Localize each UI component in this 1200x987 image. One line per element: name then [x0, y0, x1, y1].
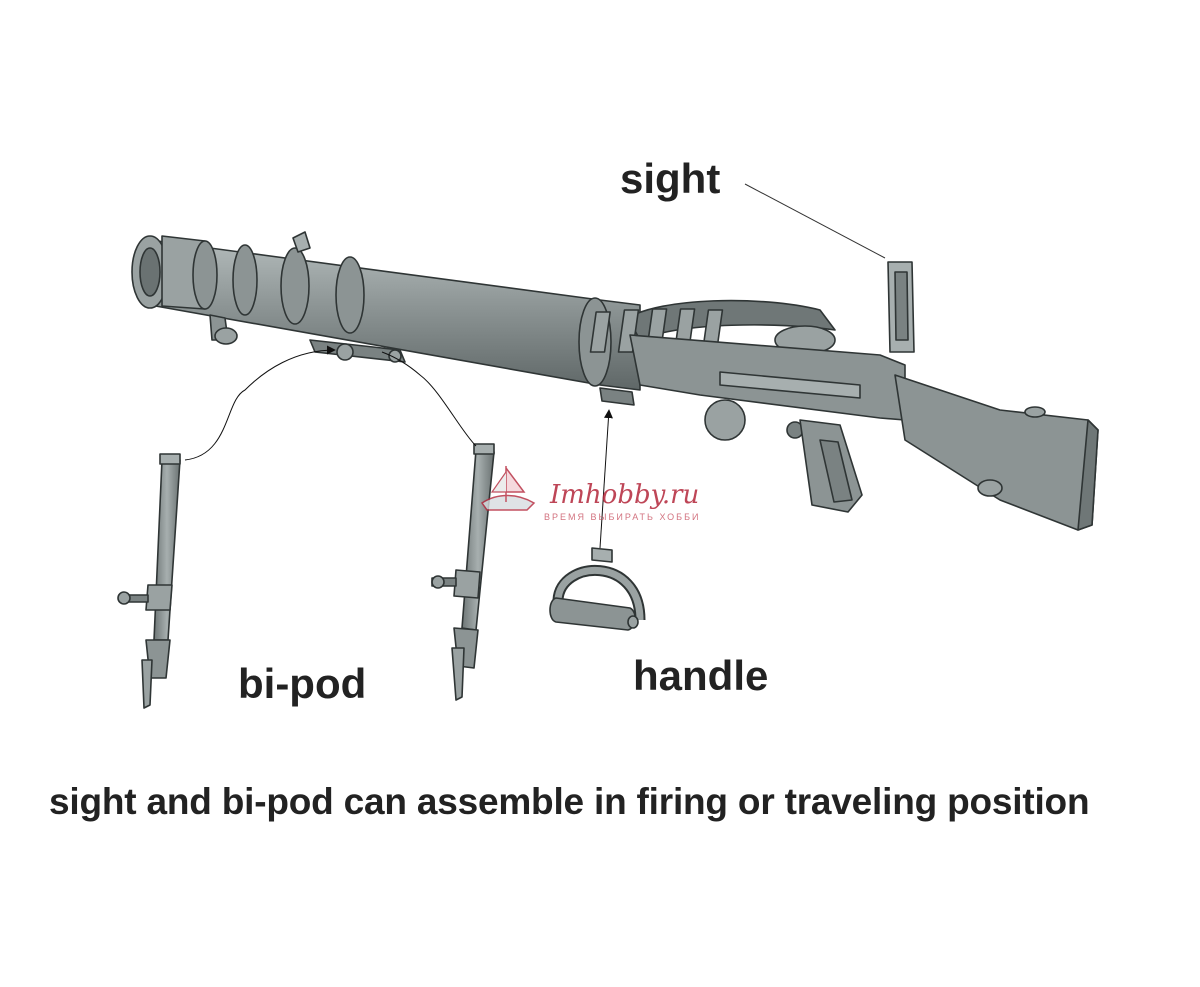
muzzle-bore — [139, 247, 161, 297]
barrel-shroud — [149, 239, 641, 391]
barrel-ring-1 — [192, 240, 218, 310]
barrel-ring-3 — [280, 247, 310, 325]
watermark-logo-icon — [480, 465, 536, 511]
barrel-ring-2 — [232, 244, 258, 316]
watermark-site: Imhobby.ru — [550, 480, 700, 510]
cocking-handle — [704, 399, 746, 441]
handle-label: handle — [633, 652, 769, 699]
grip-panel — [819, 439, 853, 503]
bipod-right-arrow — [381, 351, 477, 447]
bipod-mount — [309, 339, 406, 363]
rear-swivel — [977, 479, 1003, 497]
bipod-mount-knuckle — [336, 343, 354, 361]
bipod-leg-left — [117, 453, 181, 709]
butt-plate — [1077, 419, 1099, 531]
handle-mount — [599, 387, 635, 406]
sight-leader-line — [744, 183, 886, 259]
watermark-tagline: ВРЕМЯ ВЫБИРАТЬ ХОББИ — [544, 512, 701, 522]
sight-label: sight — [620, 155, 721, 202]
receiver-slot — [719, 371, 861, 399]
front-swivel — [214, 327, 238, 345]
caption: sight and bi-pod can assemble in firing … — [49, 781, 1090, 822]
barrel-ring-4 — [335, 256, 365, 334]
rear-sight-aperture — [894, 271, 909, 341]
front-lug — [292, 231, 311, 253]
bipod-label: bi-pod — [238, 660, 367, 707]
stock-stud — [1024, 406, 1046, 418]
watermark: Imhobby.ru ВРЕМЯ ВЫБИРАТЬ ХОББИ — [472, 458, 742, 528]
butt-stock — [894, 374, 1099, 531]
machine-gun — [131, 231, 1099, 531]
bipod-leg-right — [431, 443, 495, 701]
bipod-left-arrow — [184, 345, 336, 461]
handle-arrow — [599, 409, 613, 549]
carry-handle-part — [549, 547, 646, 631]
